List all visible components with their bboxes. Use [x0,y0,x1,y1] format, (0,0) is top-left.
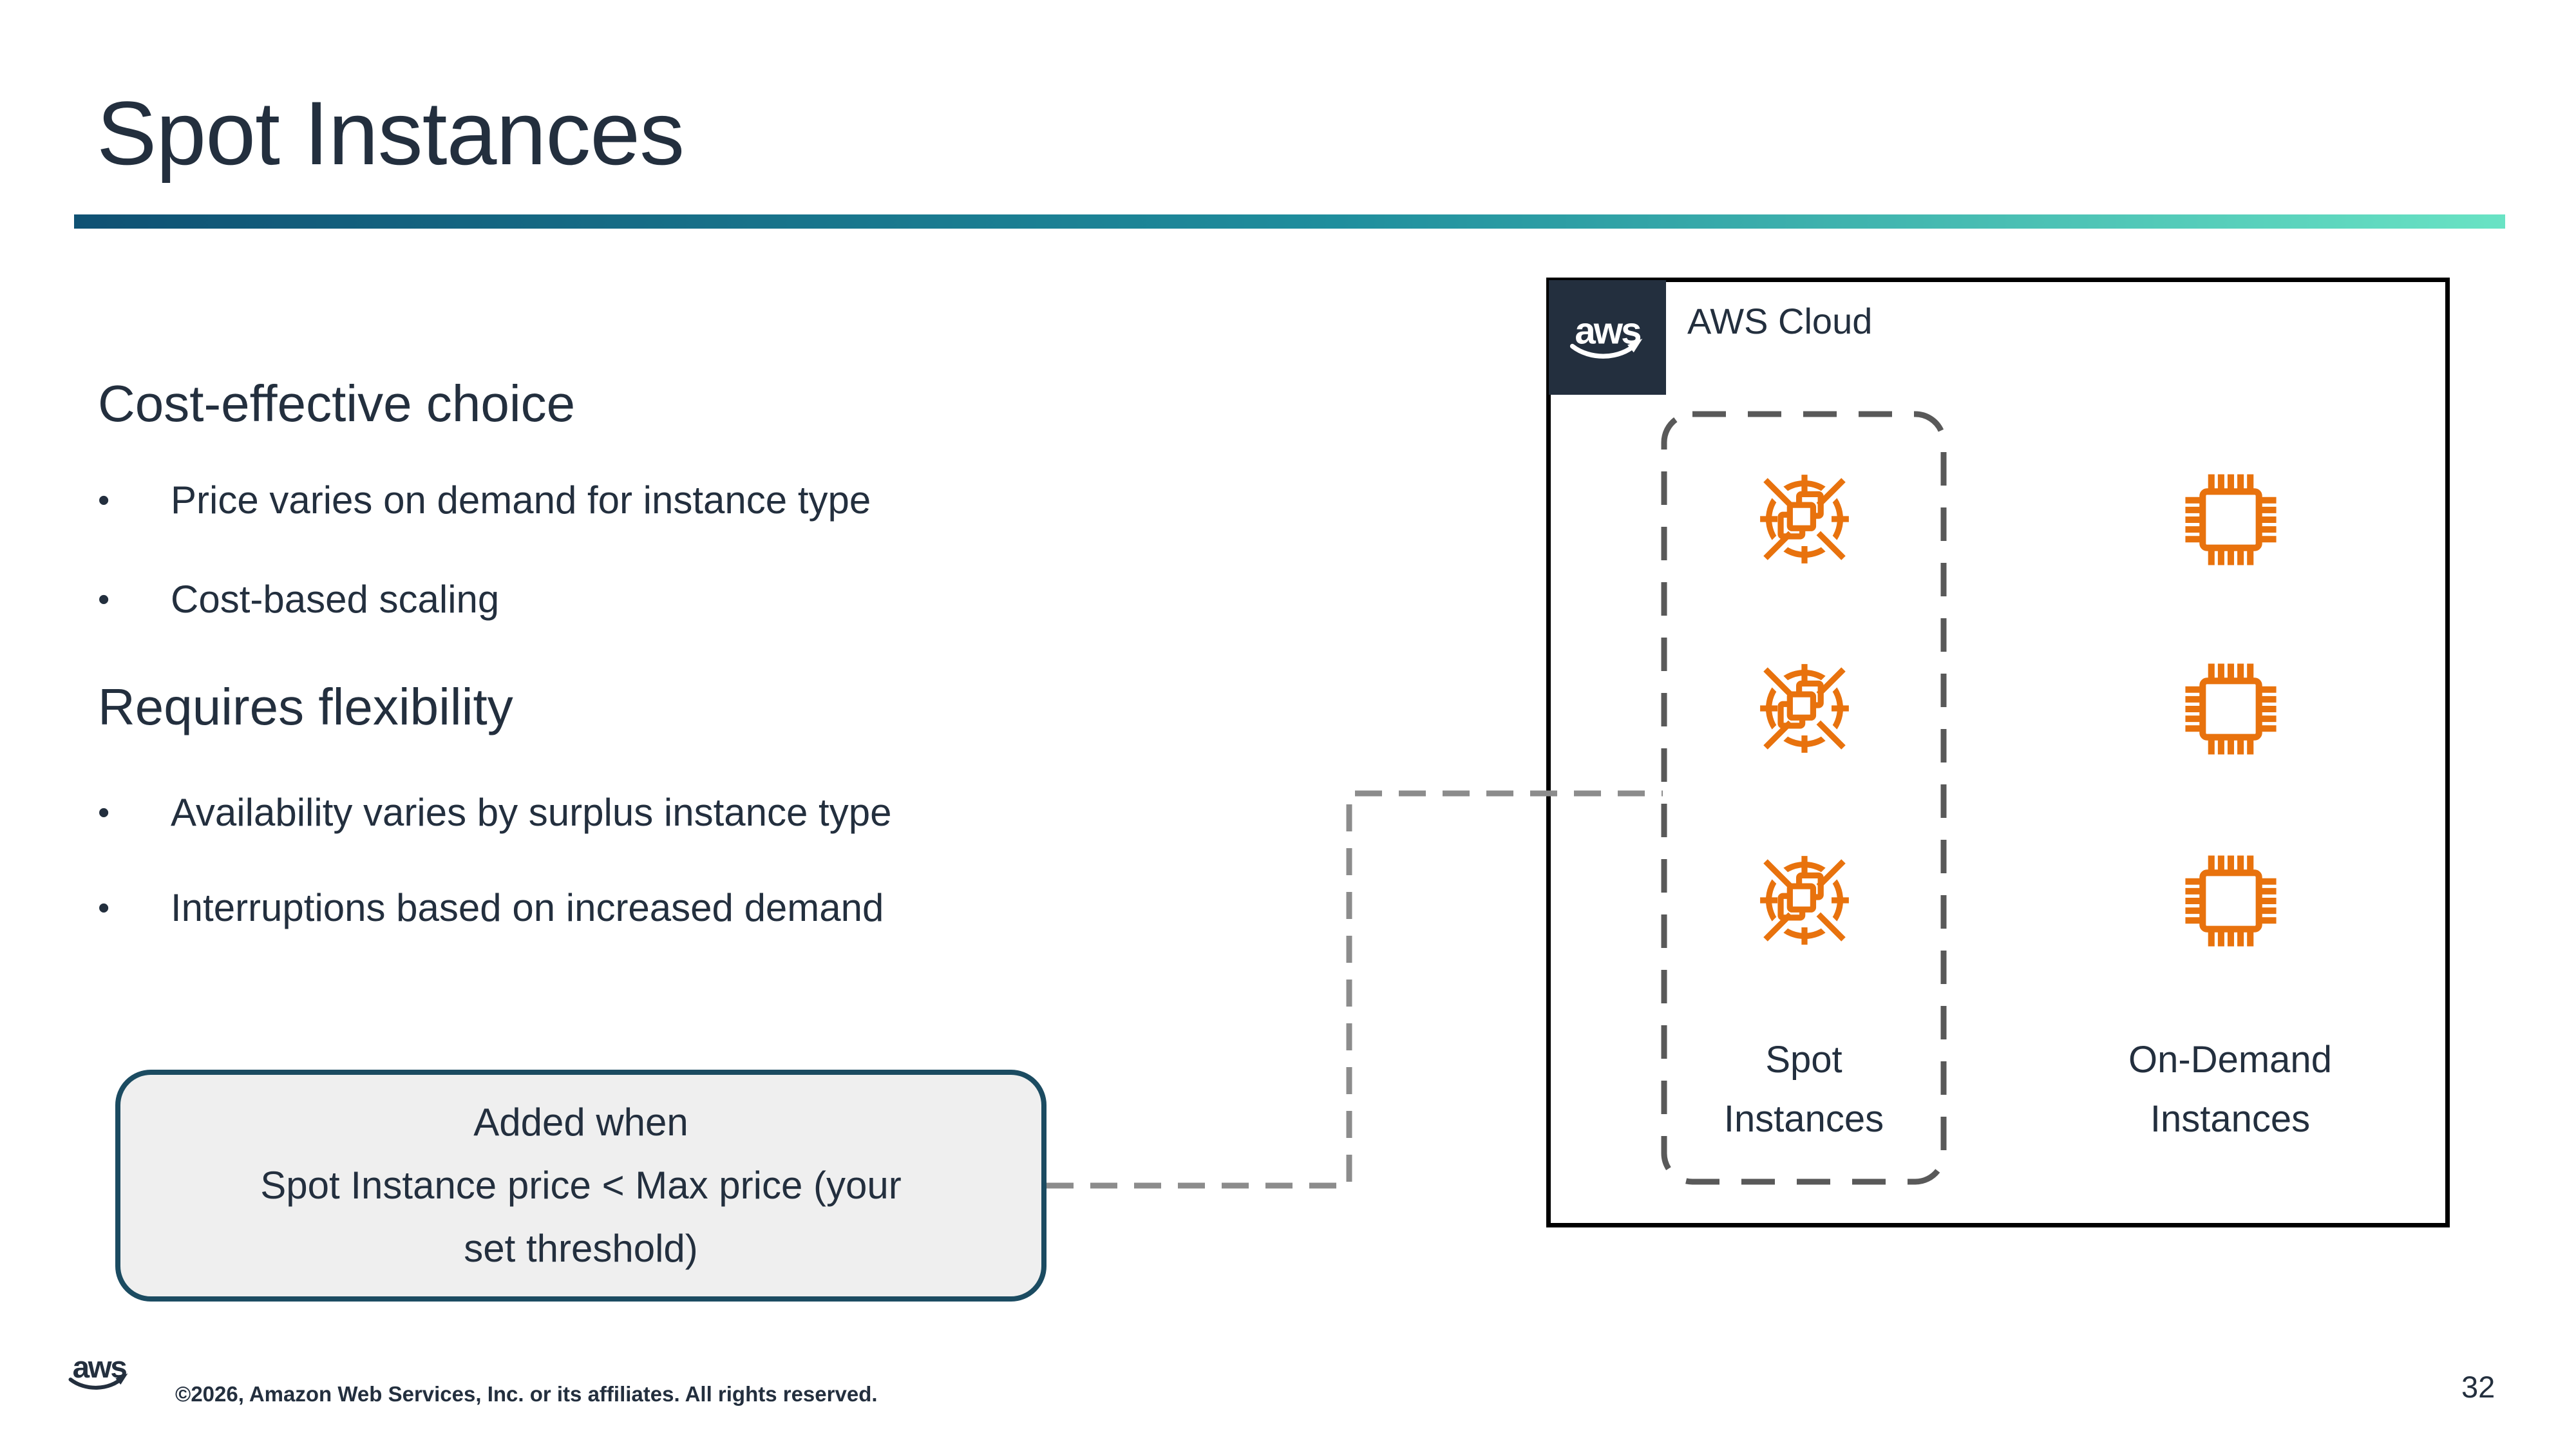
bullet-marker: • [98,889,110,927]
spot-instance-icon [1750,465,1859,573]
page-number: 32 [2461,1370,2496,1404]
callout-line: set threshold) [464,1227,698,1270]
on-demand-instance-icon [2177,466,2285,574]
bullet-item: • Price varies on demand for instance ty… [98,478,1257,523]
bullet-item: • Interruptions based on increased deman… [98,886,1257,931]
bullet-marker: • [98,794,110,831]
page-title: Spot Instances [97,82,685,184]
aws-logo-badge [1549,280,1666,395]
on-demand-instance-icon [2177,847,2285,955]
bullet-text: Cost-based scaling [171,578,500,621]
bullet-item: • Availability varies by surplus instanc… [98,790,1257,835]
bullet-marker: • [98,581,110,618]
footer-aws-logo-icon [64,1350,134,1395]
section-heading-cost-effective: Cost-effective choice [98,375,576,432]
on-demand-instances-label: On-Demand Instances [2128,1039,2332,1140]
spot-instance-icon [1750,654,1859,762]
callout-line: Added when [473,1101,688,1144]
spot-group-dashed-border [1661,411,1947,1185]
section-heading-requires-flexibility: Requires flexibility [98,678,513,735]
callout-line: Spot Instance price < Max price (your [260,1164,902,1207]
spot-instances-label: Spot Instances [1723,1039,1884,1140]
on-demand-instance-icon [2177,655,2285,763]
bullet-text: Interruptions based on increased demand [171,886,884,929]
callout-box: Added when Spot Instance price < Max pri… [115,1070,1046,1302]
aws-cloud-label: AWS Cloud [1687,301,1873,341]
title-accent-rule [74,214,2505,229]
bullet-marker: • [98,482,110,519]
spot-instance-icon [1750,846,1859,954]
aws-logo-icon [1565,310,1650,365]
footer-copyright: ©2026, Amazon Web Services, Inc. or its … [175,1382,878,1406]
bullet-text: Availability varies by surplus instance … [171,791,892,834]
bullet-item: • Cost-based scaling [98,577,1257,622]
aws-cloud-group-box [1546,278,2450,1227]
bullet-text: Price varies on demand for instance type [171,478,871,522]
